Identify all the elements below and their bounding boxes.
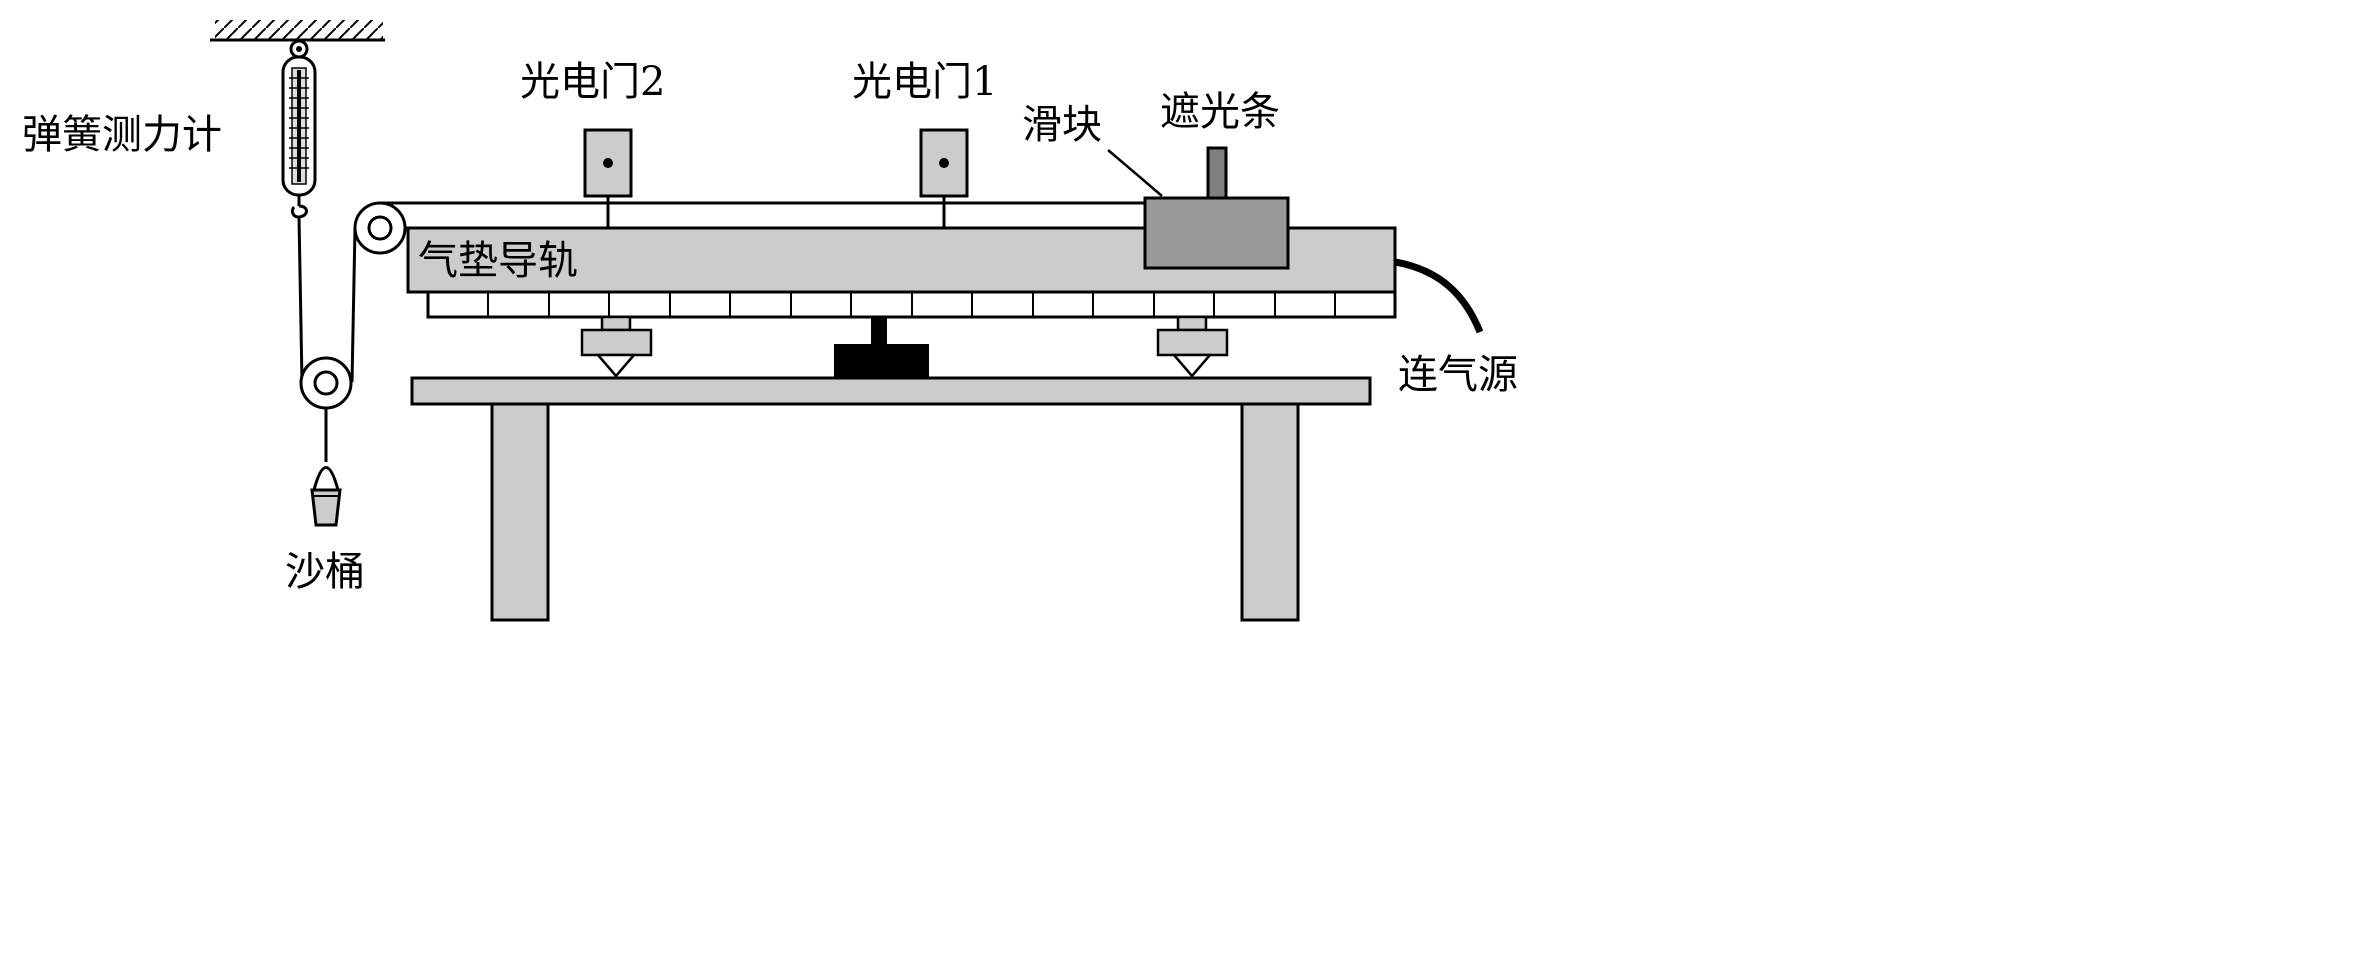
- photogate-2: [583, 128, 633, 228]
- sand-bucket: [310, 466, 342, 527]
- shading-strip: [1206, 146, 1228, 200]
- slider-label: 滑块: [1022, 102, 1102, 148]
- air-hose: [1394, 258, 1484, 334]
- ruler-scale: [426, 290, 1397, 319]
- left-leveling-foot: [580, 315, 653, 378]
- lower-pulley: [299, 356, 353, 410]
- sand-bucket-label: 沙桶: [285, 549, 365, 595]
- air-source-label: 连气源: [1398, 352, 1518, 398]
- upper-pulley: [353, 201, 407, 255]
- strings: [297, 201, 1145, 462]
- photogate-1-label: 光电门1: [852, 59, 997, 105]
- center-support: [834, 317, 929, 378]
- right-leveling-foot: [1156, 315, 1229, 378]
- slider-leader-line: [1107, 149, 1163, 197]
- ceiling: [210, 20, 385, 42]
- spring-scale: [281, 39, 317, 219]
- photogate-1: [919, 128, 969, 228]
- air-track-label: 气垫导轨: [418, 238, 578, 284]
- photogate-2-label: 光电门2: [520, 59, 665, 105]
- slider: [1143, 146, 1290, 270]
- air-track-experiment-diagram: 弹簧测力计 沙桶 光电门2 光电门1 气: [22, 20, 1518, 622]
- spring-scale-label: 弹簧测力计: [22, 112, 222, 158]
- shading-strip-label: 遮光条: [1160, 89, 1280, 135]
- table: [410, 376, 1372, 622]
